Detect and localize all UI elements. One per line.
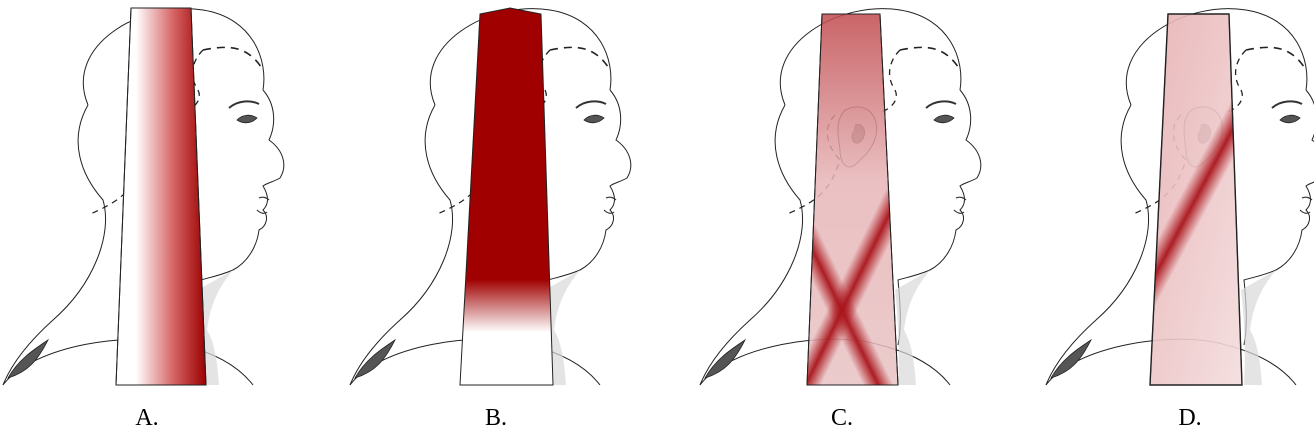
- option-a-figure: [3, 8, 284, 385]
- option-d-figure: [1046, 9, 1314, 419]
- option-a-label: A.: [117, 404, 177, 432]
- option-c-figure: [700, 9, 981, 430]
- option-b-label: B.: [466, 404, 526, 432]
- option-b-figure: [350, 8, 631, 385]
- option-a-strip: [116, 8, 206, 385]
- option-c-label: C.: [812, 404, 872, 432]
- option-b-strip: [460, 8, 553, 385]
- option-d-label: D.: [1160, 404, 1220, 432]
